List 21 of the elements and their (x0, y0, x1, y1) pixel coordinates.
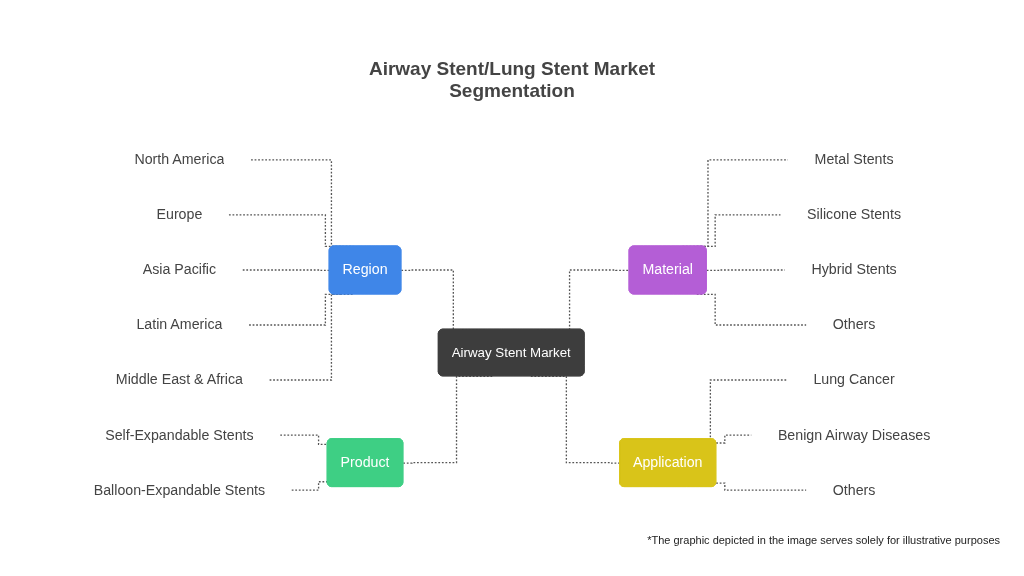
connector (242, 269, 331, 272)
node-text: North America (134, 151, 225, 167)
connector (279, 434, 329, 445)
node-text: Lung Cancer (813, 372, 895, 388)
node-text: Benign Airway Diseases (777, 427, 931, 443)
node-text: Others (832, 317, 876, 333)
node-text: Middle East & Africa (115, 372, 243, 388)
footnote: *The graphic depicted in the image serves solely for illustrative purposes (647, 534, 1000, 546)
node-text: Hybrid Stents (811, 261, 897, 278)
node-text: Latin America (136, 317, 223, 333)
connector (715, 482, 807, 491)
node-text: Others (832, 482, 876, 498)
connector (715, 434, 752, 444)
node-text: Asia Pacific (142, 261, 217, 278)
connector (706, 269, 786, 272)
node-text: Metal Stents (814, 151, 894, 167)
node-text: Silicone Stents (807, 206, 902, 223)
node-text: Europe (156, 206, 203, 223)
node-text: Self-Expandable Stents (105, 427, 254, 443)
title: Airway Stent/Lung Stent Market Segmentation (367, 58, 657, 102)
node-text: Balloon-Expandable Stents (93, 482, 266, 498)
